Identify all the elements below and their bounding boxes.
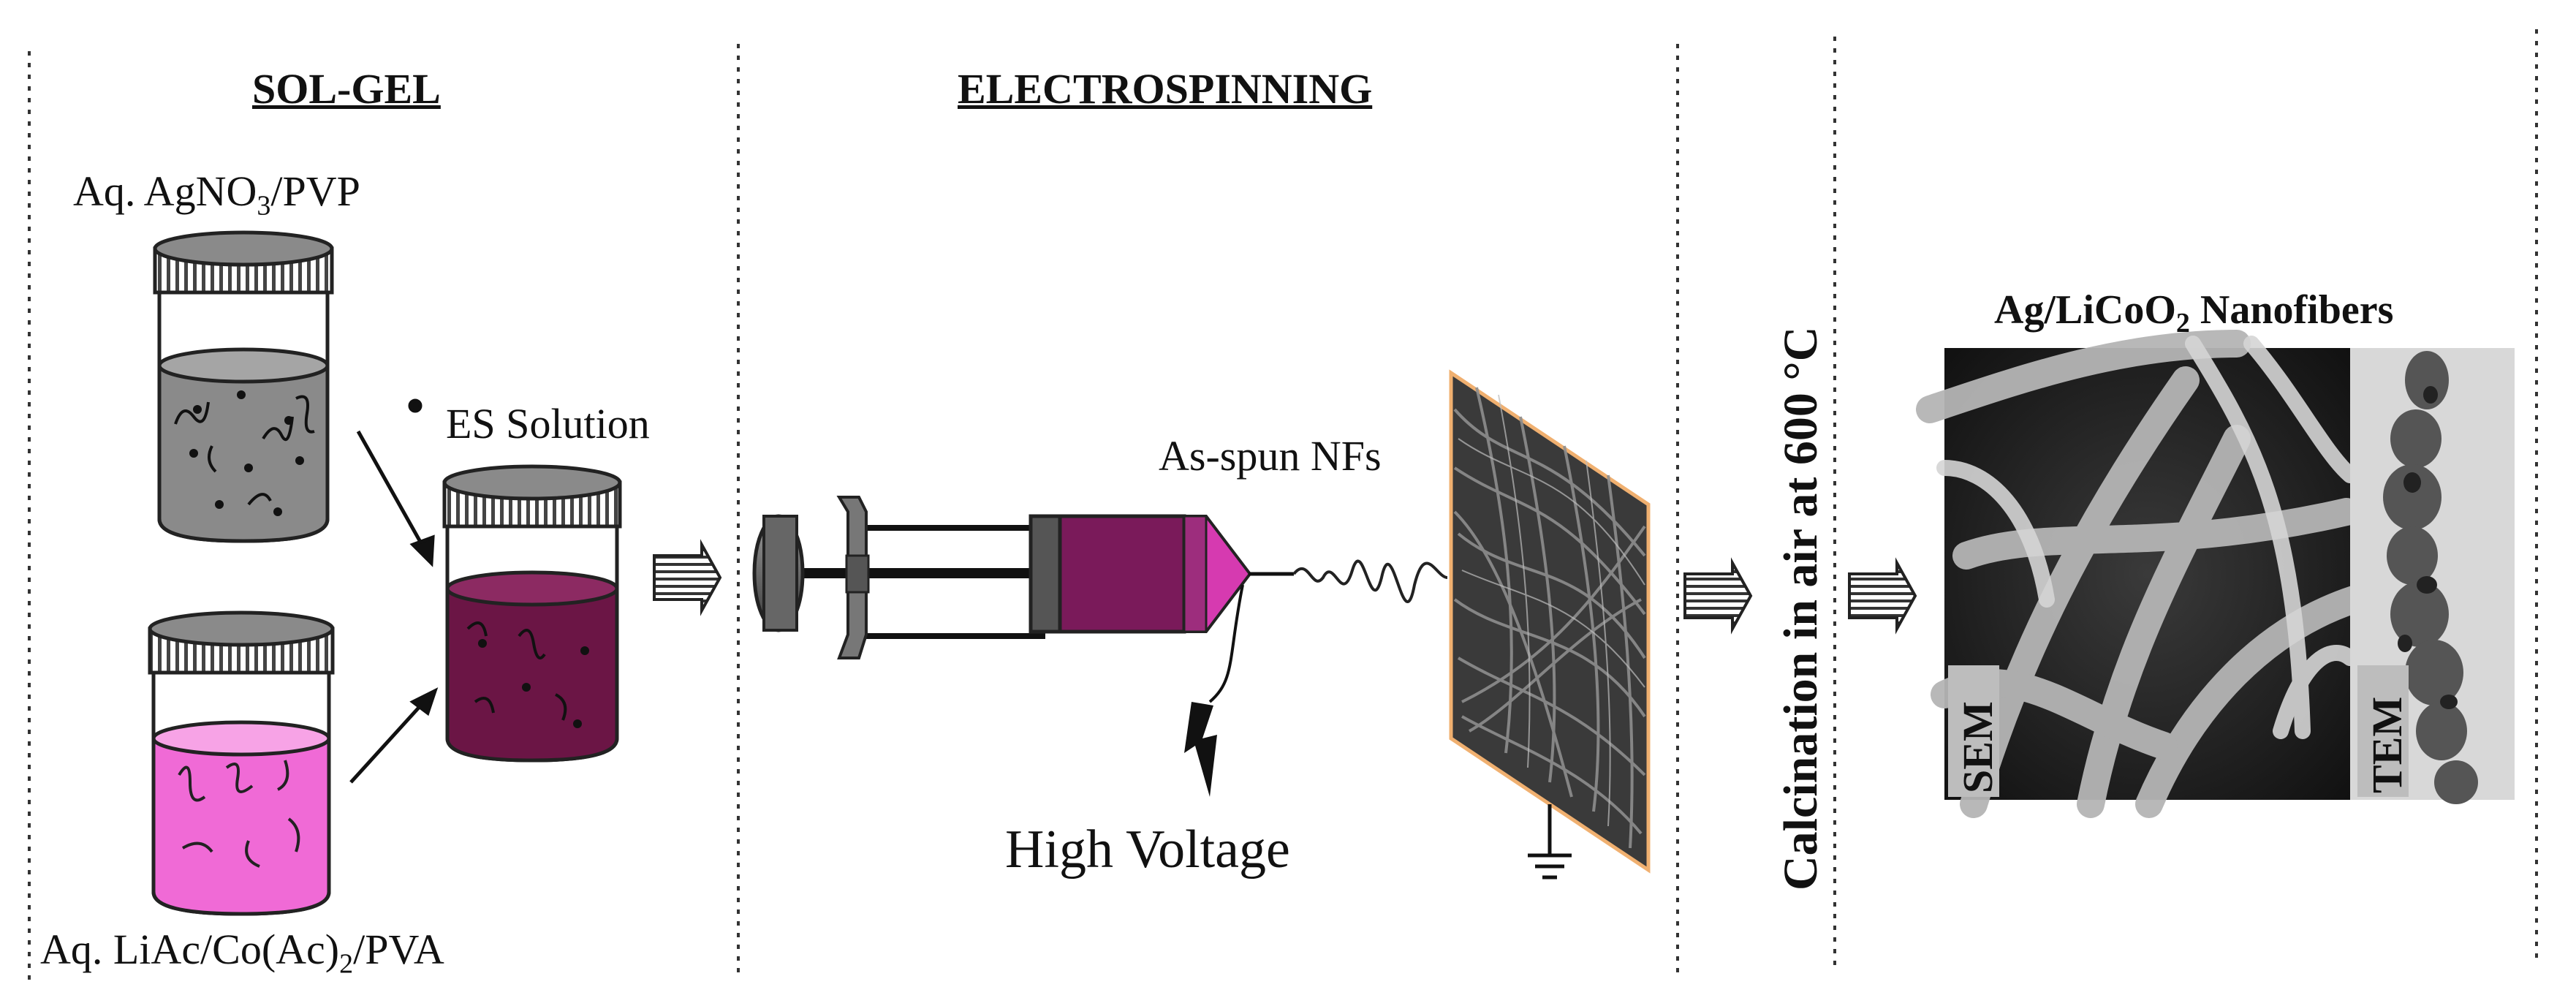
- vial-agno3: [153, 230, 334, 543]
- label-high-voltage: High Voltage: [1005, 820, 1290, 880]
- vial-liac: [148, 610, 335, 916]
- tem-image: [2350, 348, 2515, 804]
- divider-lines: [28, 29, 2538, 980]
- collector: [1449, 369, 1651, 874]
- syringe: [752, 496, 1294, 659]
- vial-es-solution: [442, 464, 622, 763]
- label-as-spun-nfs: As-spun NFs: [1159, 432, 1382, 480]
- high-voltage-source: [1184, 584, 1244, 797]
- label-liac-sub: 2: [339, 948, 354, 980]
- sem-image: [1916, 330, 2368, 818]
- label-product: Ag/LiCoO2 Nanofibers: [1994, 287, 2393, 339]
- label-product-prefix: Ag/LiCoO: [1994, 287, 2176, 333]
- label-agno3-sub: 3: [257, 190, 271, 222]
- label-calcination: Calcination in air at 600 °C: [1774, 326, 1827, 890]
- label-agno3-pvp: Aq. AgNO3/PVP: [73, 167, 360, 222]
- section-title-electrospinning: ELECTROSPINNING: [958, 65, 1373, 113]
- label-liac-prefix: Aq. LiAc/Co(Ac): [40, 926, 340, 973]
- process-arrow-2: [1683, 557, 1753, 635]
- label-agno3-prefix: Aq. AgNO: [73, 167, 257, 215]
- label-sem: SEM: [1954, 701, 2001, 793]
- label-agno3-suffix: /PVP: [270, 167, 360, 215]
- label-es-solution: ES Solution: [446, 400, 650, 447]
- section-title-sol-gel: SOL-GEL: [252, 65, 441, 113]
- label-liac-co-pva: Aq. LiAc/Co(Ac)2/PVA: [40, 925, 444, 980]
- spinning-jet: [1292, 559, 1448, 603]
- process-arrow-3: [1848, 557, 1917, 635]
- label-product-sub: 2: [2175, 308, 2190, 339]
- label-liac-suffix: /PVA: [353, 926, 444, 973]
- process-arrow-1: [653, 539, 722, 616]
- label-tem: TEM: [2363, 696, 2411, 793]
- ground-icon: [1528, 804, 1572, 880]
- label-product-suffix: Nanofibers: [2189, 287, 2394, 333]
- mixing-arrows: [349, 398, 439, 784]
